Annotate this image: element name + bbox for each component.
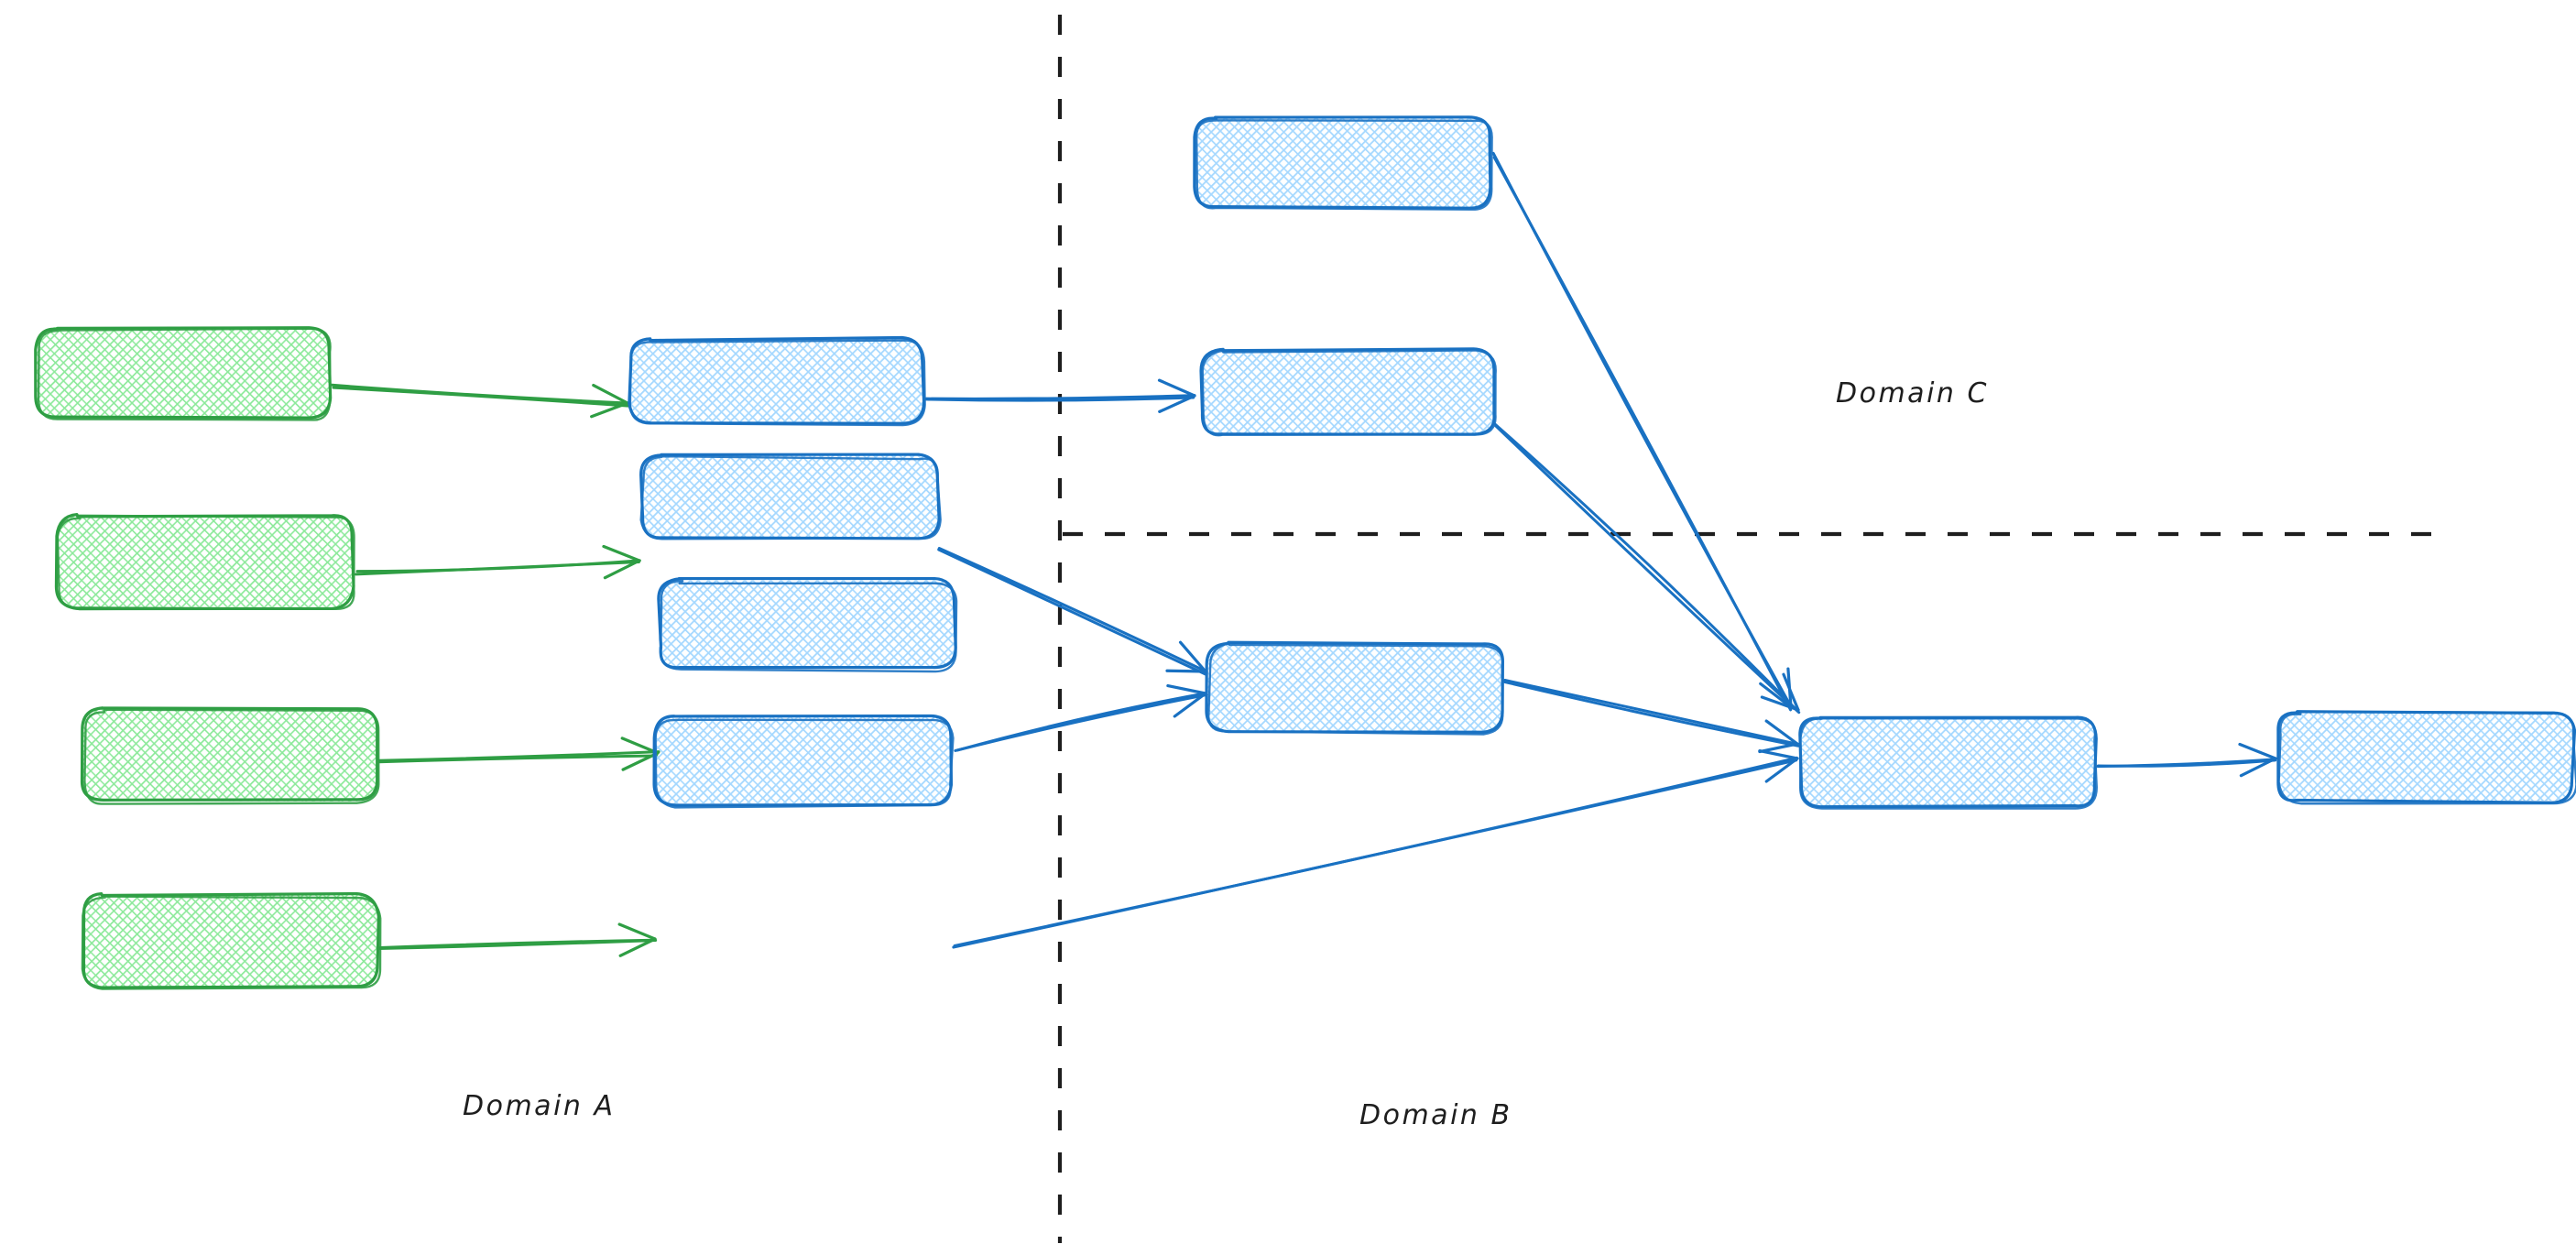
node-a1[interactable]: [34, 326, 333, 421]
edge-c3-to-hub: [1502, 679, 1800, 754]
edge-layer: [330, 151, 2277, 957]
node-b3[interactable]: [657, 576, 958, 673]
node-b1[interactable]: [628, 335, 926, 427]
edge-b2-to-c3: [937, 547, 1208, 676]
edge-b3-to-c3: [954, 683, 1208, 752]
domain-label-domain-b: Domain B: [1359, 1099, 1512, 1131]
domain-label-domain-a: Domain A: [463, 1090, 616, 1122]
node-c1[interactable]: [1193, 115, 1493, 211]
edge-a4-to-b4: [377, 922, 658, 957]
edge-a1-to-b1: [330, 383, 630, 419]
node-c3[interactable]: [1205, 640, 1504, 736]
edge-hub-to-final: [2096, 742, 2277, 778]
node-a3[interactable]: [80, 706, 380, 805]
domain-label-domain-c: Domain C: [1836, 377, 1989, 409]
edge-b1-to-c2: [924, 378, 1196, 413]
edge-c1-to-hub: [1491, 151, 1794, 712]
edge-a2-to-b2: [355, 544, 641, 580]
edge-a3-to-b3: [377, 737, 660, 771]
node-hub[interactable]: [1798, 715, 2098, 810]
node-a2[interactable]: [54, 513, 355, 611]
node-c2[interactable]: [1199, 347, 1497, 437]
node-a4[interactable]: [81, 891, 382, 990]
node-b4[interactable]: [652, 714, 955, 809]
node-layer: [34, 115, 2576, 990]
node-b2[interactable]: [639, 453, 942, 540]
divider-layer: [1057, 15, 2451, 1243]
edge-b4-to-hub: [952, 748, 1799, 949]
node-final[interactable]: [2276, 710, 2576, 805]
edge-c2-to-hub: [1493, 422, 1801, 715]
